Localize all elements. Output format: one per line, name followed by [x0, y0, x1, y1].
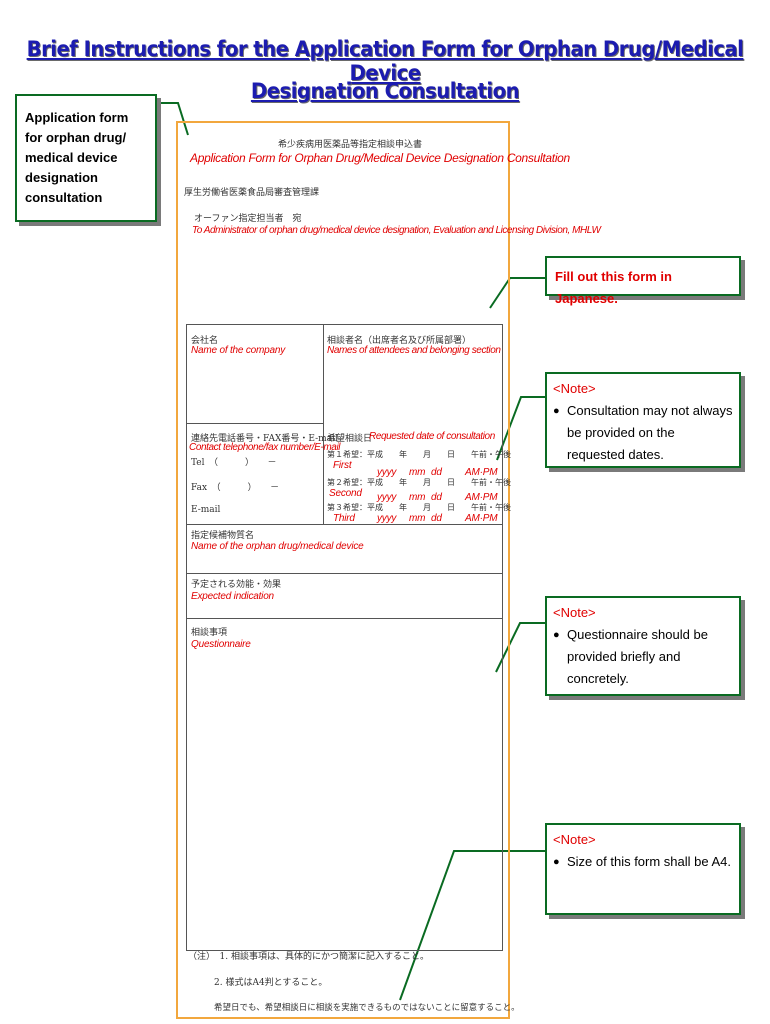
connector-note-1 — [496, 396, 545, 461]
contact-fax: Fax （ ） － — [191, 483, 280, 493]
indication-label-en: Expected indication — [191, 591, 274, 602]
form-table: 会社名 Name of the company 相談者名（出席者名及び所属部署）… — [186, 324, 511, 951]
indication-label-jp: 予定される効能・効果 — [191, 580, 282, 590]
form-addressee-en: To Administrator of orphan drug/medical … — [192, 225, 601, 236]
table-divider — [187, 618, 502, 619]
page-title-line-1: Brief Instructions for the Application F… — [26, 37, 744, 85]
callout-note-3: <Note> ● Size of this form shall be A4. — [545, 823, 741, 915]
dates-label-en: Requested date of consultation — [369, 431, 495, 442]
attendees-label-jp: 相談者名（出席者名及び所属部署） — [327, 336, 472, 346]
contact-email: E-mail — [191, 505, 221, 515]
table-divider — [323, 325, 324, 524]
date-row-1-mm: mm — [409, 467, 426, 478]
callout-fill-out-text: Fill out this form in Japanese. — [555, 269, 672, 306]
dates-label-jp: 希望相談日 — [327, 434, 373, 444]
connector-note-2 — [495, 622, 545, 673]
date-row-2-dd: dd — [431, 492, 442, 503]
bullet-icon: ● — [553, 629, 560, 641]
date-row-1-dd: dd — [431, 467, 442, 478]
date-row-3-yyyy: yyyy — [377, 513, 397, 524]
contact-label-jp: 連絡先電話番号・FAX番号・E-mail — [191, 434, 338, 444]
date-row-3-jp: 第３希望：平成 年 月 日 午前・午後 — [327, 503, 511, 512]
contact-tel: Tel （ ） － — [191, 458, 277, 468]
note-1-text: Consultation may not always be provided … — [567, 403, 733, 462]
form-title-en: Application Form for Orphan Drug/Medical… — [190, 151, 570, 165]
date-row-2-ampm: AM·PM — [465, 492, 498, 503]
table-divider — [187, 423, 323, 424]
date-row-2-label: Second — [329, 488, 362, 499]
callout-application-form-text: Application form for orphan drug/ medica… — [25, 110, 129, 205]
callout-note-1: <Note> ● Consultation may not always be … — [545, 372, 741, 468]
application-form: 希少疾病用医薬品等指定相談申込書 Application Form for Or… — [176, 121, 601, 1019]
questionnaire-label-jp: 相談事項 — [191, 628, 228, 638]
date-row-1-ampm: AM·PM — [465, 467, 498, 478]
date-row-2-mm: mm — [409, 492, 426, 503]
form-ministry-jp: 厚生労働省医薬食品局審査管理課 — [184, 188, 320, 198]
table-divider — [187, 573, 502, 574]
questionnaire-label-en: Questionnaire — [191, 639, 251, 650]
date-row-1-jp: 第１希望：平成 年 月 日 午前・午後 — [327, 450, 511, 459]
page-title-line-2: Designation Consultation — [250, 79, 520, 103]
callout-fill-out: Fill out this form in Japanese. — [545, 256, 741, 306]
form-title-jp: 希少疾病用医薬品等指定相談申込書 — [278, 140, 423, 150]
form-note-2: 2. 様式はA4判とすること。 — [214, 978, 328, 988]
bullet-icon: ● — [553, 405, 560, 417]
date-row-3-ampm: AM·PM — [465, 513, 498, 524]
note-1-label: <Note> — [553, 381, 596, 396]
date-row-3-dd: dd — [431, 513, 442, 524]
company-label-en: Name of the company — [191, 345, 286, 356]
date-row-1-label: First — [333, 460, 352, 471]
product-label-en: Name of the orphan drug/medical device — [191, 541, 364, 552]
note-2-label: <Note> — [553, 605, 596, 620]
bullet-icon: ● — [553, 856, 560, 868]
form-addressee-jp: オーファン指定担当者 宛 — [194, 214, 302, 224]
date-row-3-label: Third — [333, 513, 355, 524]
form-note-3: 希望日でも、希望相談日に相談を実施できるものではないことに留意すること。 — [214, 1003, 520, 1013]
note-3-label: <Note> — [553, 832, 596, 847]
contact-label-en: Contact telephone/fax number/E-mail — [189, 442, 341, 453]
note-3-text: Size of this form shall be A4. — [567, 854, 732, 869]
date-row-3-mm: mm — [409, 513, 426, 524]
company-label-jp: 会社名 — [191, 336, 219, 346]
callout-application-form: Application form for orphan drug/ medica… — [15, 94, 157, 222]
date-row-2-jp: 第２希望：平成 年 月 日 午前・午後 — [327, 478, 511, 487]
date-row-1-yyyy: yyyy — [377, 467, 397, 478]
attendees-label-en: Names of attendees and belonging section — [327, 345, 501, 356]
callout-note-2: <Note> ● Questionnaire should be provide… — [545, 596, 741, 696]
note-2-text: Questionnaire should be provided briefly… — [567, 627, 708, 686]
table-divider — [187, 524, 502, 525]
date-row-2-yyyy: yyyy — [377, 492, 397, 503]
connector-fill-out — [489, 277, 545, 309]
product-label-jp: 指定候補物質名 — [191, 531, 255, 541]
connector-application-form — [157, 102, 189, 136]
form-note-1: （注） 1. 相談事項は、具体的にかつ簡潔に記入すること。 — [188, 952, 429, 962]
